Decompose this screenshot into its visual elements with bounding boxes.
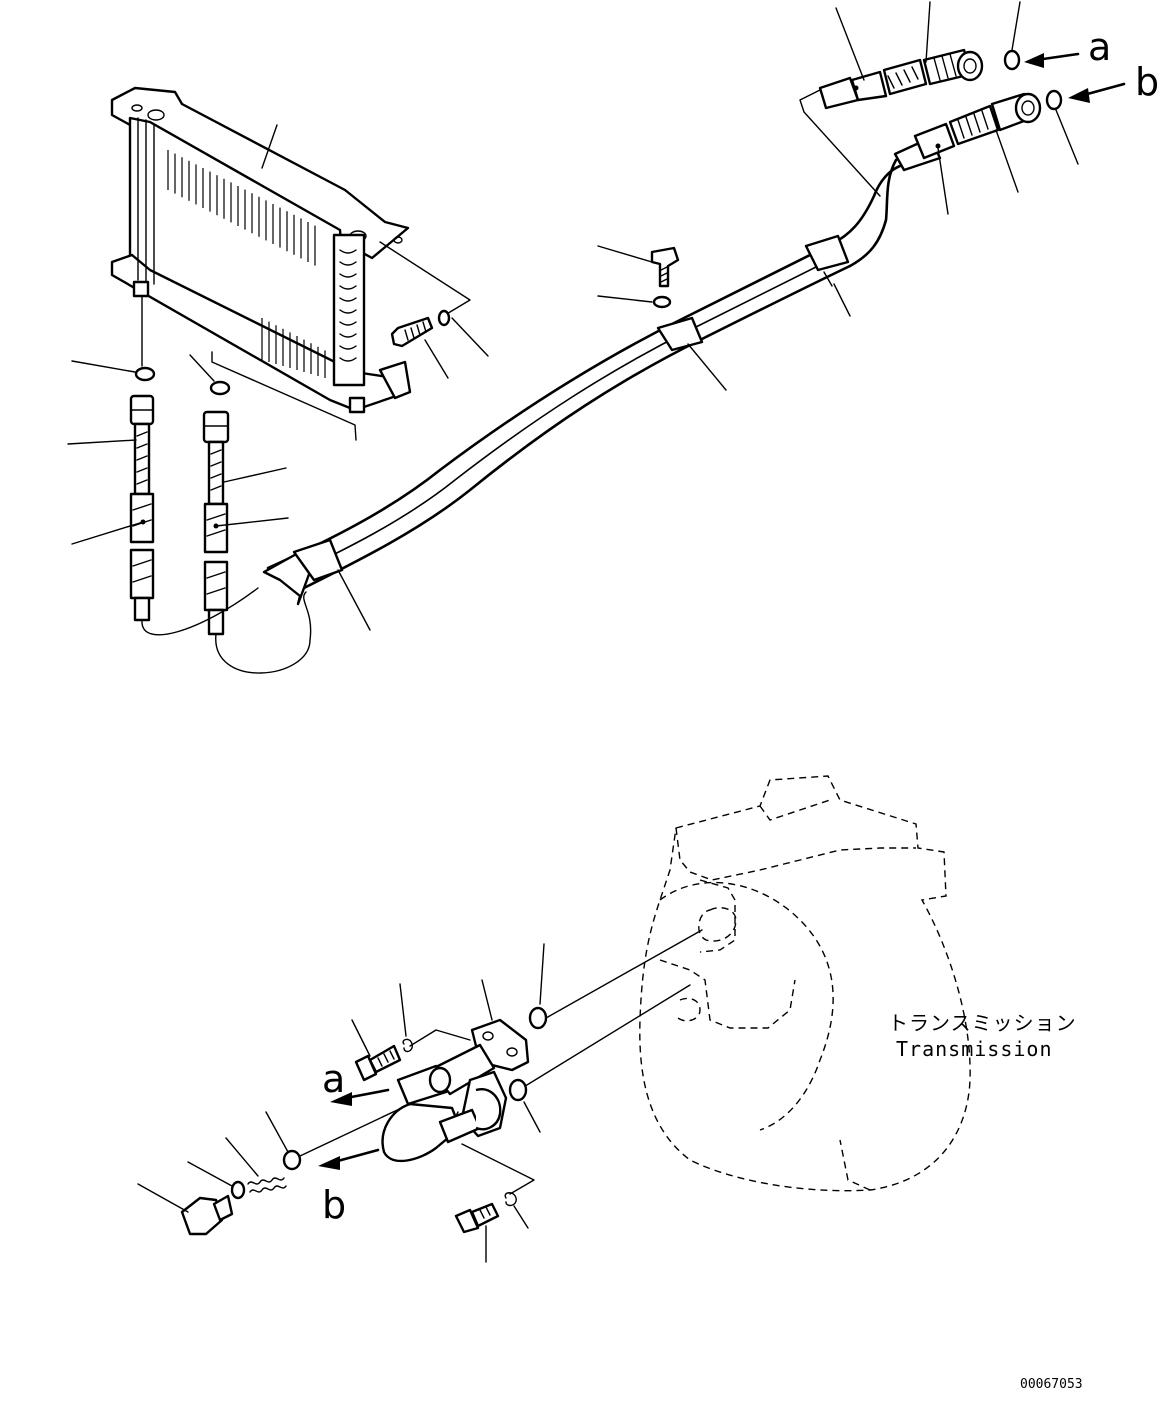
drawing-number: 00067053 bbox=[1020, 1377, 1083, 1392]
top-fitting-leaders bbox=[835, 1, 1079, 215]
adapter-leaders bbox=[351, 943, 545, 1263]
cooler-hose-left bbox=[129, 394, 155, 622]
label-a-bottom: a bbox=[322, 1057, 345, 1101]
arrow-a-bottom bbox=[330, 1088, 390, 1106]
transmission-outline bbox=[639, 775, 971, 1192]
o-ring-adapter-top bbox=[528, 1006, 548, 1030]
hose-bundle bbox=[262, 158, 902, 606]
hose-loop-right bbox=[215, 591, 312, 674]
transmission-label-en: Transmission bbox=[896, 1037, 1053, 1061]
cooler-leaders bbox=[141, 124, 489, 441]
cooler-hose-right bbox=[202, 410, 230, 636]
connector-line-a bbox=[545, 929, 703, 1019]
o-ring-left bbox=[134, 366, 156, 382]
o-ring-a bbox=[1003, 49, 1021, 71]
label-b-bottom: b bbox=[322, 1183, 346, 1227]
adapter-block bbox=[381, 1018, 530, 1163]
clamp-bolt bbox=[597, 245, 680, 309]
clamp-leaders bbox=[337, 283, 851, 631]
label-a-top: a bbox=[1088, 25, 1111, 69]
hose-loop-left bbox=[141, 587, 259, 636]
label-b-top: b bbox=[1135, 60, 1159, 104]
relief-plug bbox=[180, 1103, 411, 1236]
o-ring-adapter-bottom bbox=[508, 1078, 528, 1102]
o-ring-b bbox=[1045, 89, 1063, 111]
hose-leaders-left bbox=[67, 439, 289, 545]
cooler-mount-bolt bbox=[390, 309, 451, 348]
oil-cooler bbox=[110, 86, 412, 414]
plug-leaders bbox=[137, 1111, 289, 1213]
o-ring-right bbox=[209, 380, 231, 396]
connector-line-b bbox=[521, 984, 691, 1089]
adapter-bolt-top bbox=[354, 1029, 471, 1082]
hose-end-a bbox=[799, 48, 984, 197]
adapter-bolt-bottom bbox=[454, 1143, 535, 1234]
transmission-label-jp: トランスミッション bbox=[888, 1011, 1077, 1035]
arrow-b-top bbox=[1068, 82, 1126, 103]
hose-end-b bbox=[893, 92, 1042, 172]
arrow-a-top bbox=[1024, 52, 1080, 68]
arrow-b-bottom bbox=[318, 1148, 380, 1170]
